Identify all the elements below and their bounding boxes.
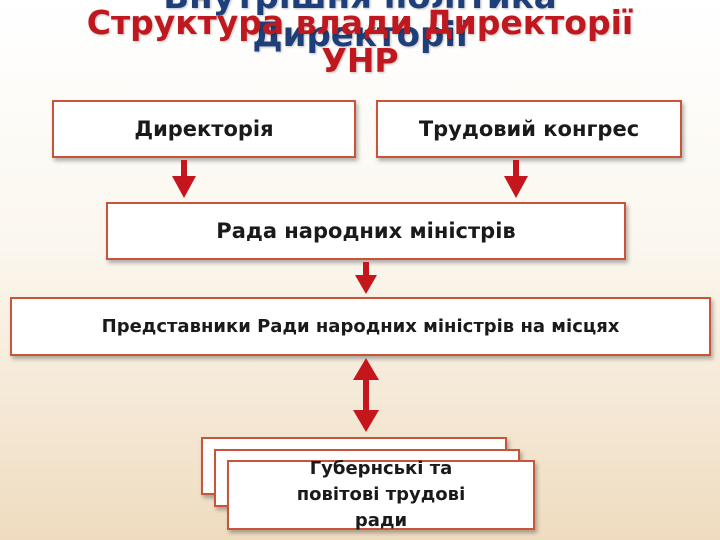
background-title: Внутрішня політика Директорії xyxy=(0,0,720,54)
councils-label-line1: Губернські та xyxy=(309,458,453,479)
councils-label-line2: повітові трудові xyxy=(296,484,466,505)
council-of-ministers-box: Рада народних міністрів xyxy=(106,202,626,260)
arrow-council-to-representatives xyxy=(355,262,377,294)
council-of-ministers-label: Рада народних міністрів xyxy=(216,219,516,243)
page-title-line2: УНР xyxy=(321,41,399,80)
arrow-directory-to-council xyxy=(172,160,196,198)
double-arrow-representatives-councils xyxy=(353,358,379,432)
page-title: Структура влади Директорії УНР xyxy=(0,4,720,80)
representatives-box: Представники Ради народних міністрів на … xyxy=(10,297,711,356)
labor-congress-box: Трудовий конгрес xyxy=(376,100,682,158)
labor-congress-label: Трудовий конгрес xyxy=(418,117,640,141)
directory-label: Директорія xyxy=(134,117,274,141)
councils-label-line3: ради xyxy=(354,510,408,531)
councils-box: Губернські та повітові трудові ради xyxy=(227,458,535,531)
arrow-congress-to-council xyxy=(504,160,528,198)
page-title-line1: Структура влади Директорії xyxy=(86,3,634,42)
directory-box: Директорія xyxy=(52,100,356,158)
background-title-line1: Внутрішня політика xyxy=(0,0,720,16)
representatives-label: Представники Ради народних міністрів на … xyxy=(101,316,620,337)
background-title-line2: Директорії xyxy=(252,15,468,55)
